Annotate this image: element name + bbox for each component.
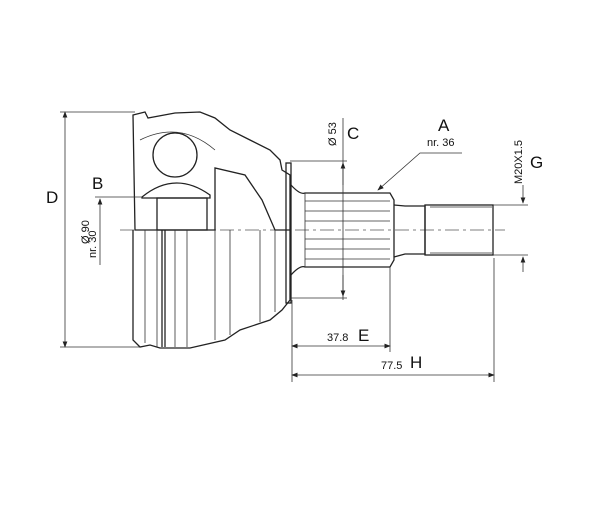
label-nr-36: nr. 36 [427, 137, 455, 149]
label-e: E [358, 326, 369, 345]
label-diameter-90: Ø 90 [80, 220, 92, 244]
label-thread: M20X1.5 [513, 140, 525, 184]
housing-outer [132, 162, 292, 349]
inner-race [141, 182, 211, 199]
dimension-c: Ø 53 C [290, 118, 359, 300]
dimension-a: A nr. 36 [377, 116, 462, 191]
label-d: D [46, 188, 58, 207]
label-nr-30: nr. 30 [87, 230, 99, 258]
label-c: C [347, 124, 359, 143]
dimension-g: M20X1.5 G [493, 140, 543, 272]
spline-shaft [290, 184, 494, 276]
dimension-e: 37.8 E [291, 267, 391, 382]
shaft-neck [393, 204, 426, 258]
dimension-h: 77.5 H [291, 258, 495, 382]
label-diameter-53: Ø 53 [327, 122, 339, 146]
label-g: G [530, 153, 543, 172]
threaded-end [424, 204, 494, 256]
label-b: B [92, 174, 103, 193]
label-e-value: 37.8 [327, 332, 348, 344]
dimension-b: B nr. 30 [87, 174, 142, 265]
label-h-value: 77.5 [381, 360, 402, 372]
housing-section [132, 111, 291, 231]
label-a: A [438, 116, 450, 135]
ball [152, 132, 198, 178]
label-h: H [410, 353, 422, 372]
dimension-d: D Ø 90 [46, 111, 140, 348]
